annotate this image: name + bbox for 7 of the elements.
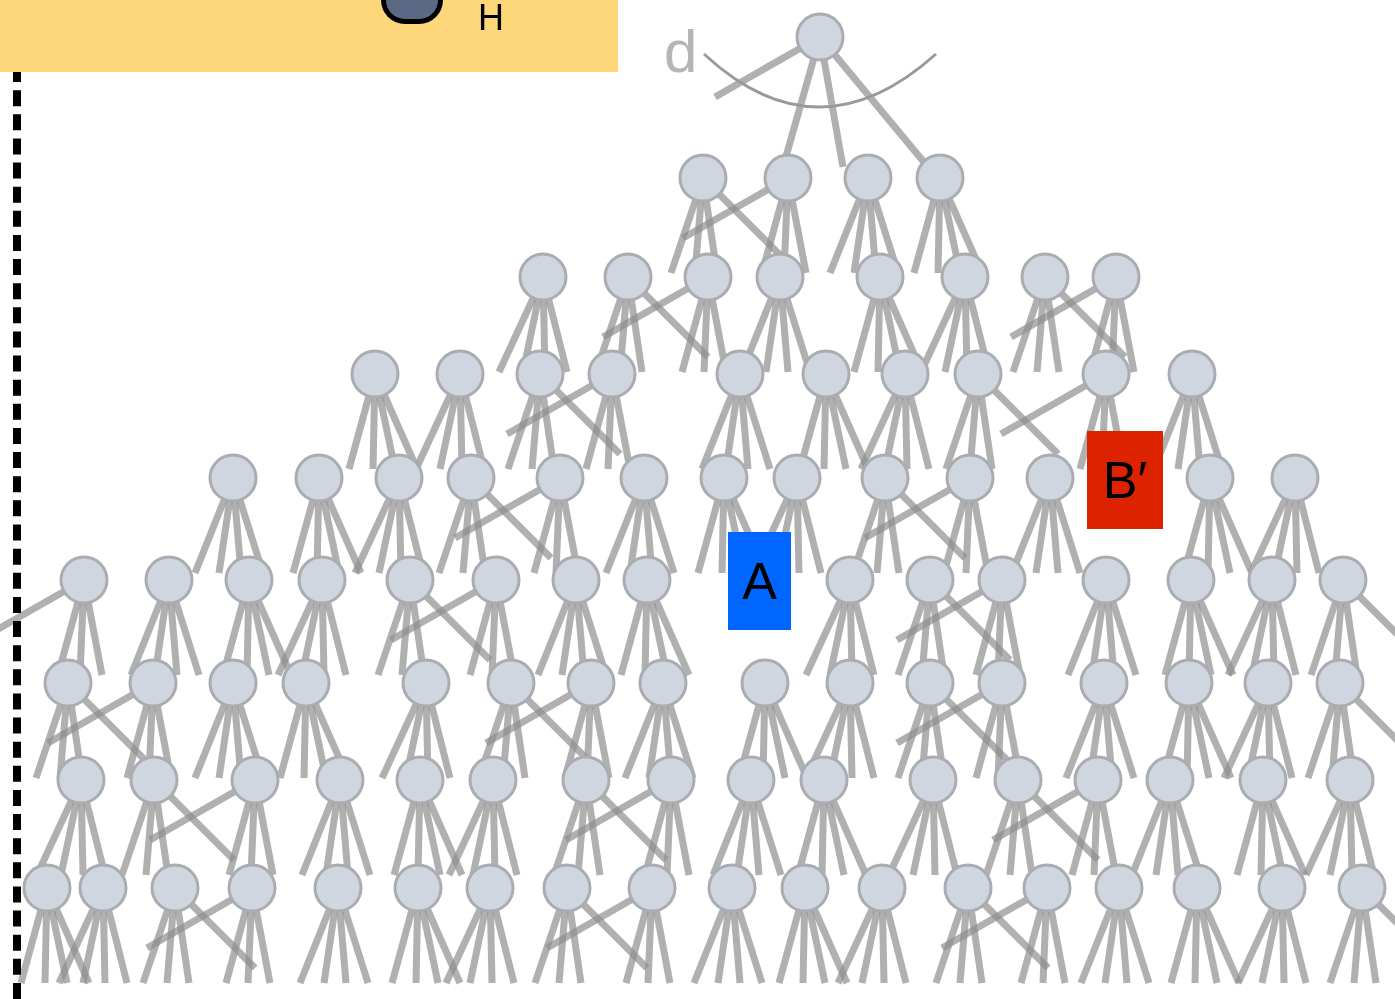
angle-label: d [664, 22, 698, 82]
label-box [728, 532, 791, 630]
box-label: B′ [1102, 454, 1148, 506]
label-box [1087, 431, 1163, 529]
box-label: A [742, 555, 777, 607]
band [0, 0, 618, 72]
band-label: H [478, 0, 504, 36]
